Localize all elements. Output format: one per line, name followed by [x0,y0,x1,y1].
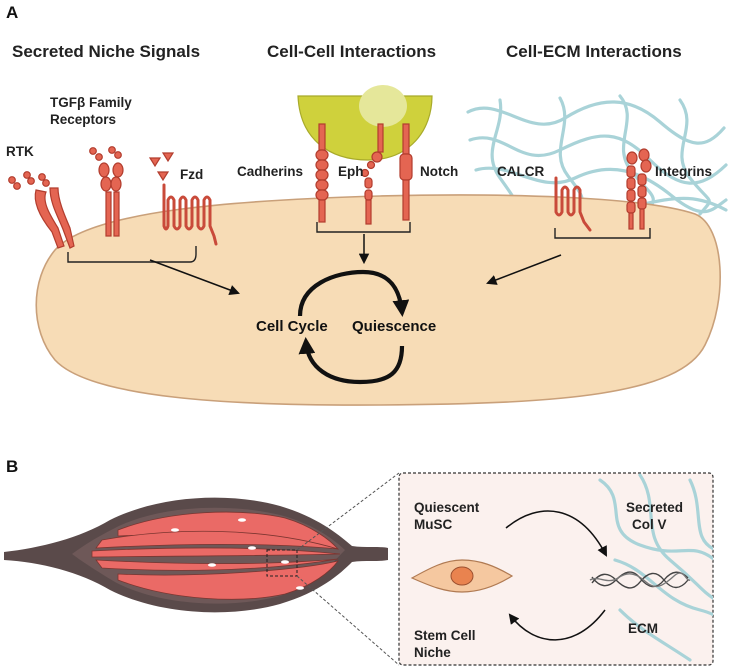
label-secreted-line1: Secreted [626,500,683,515]
cadherins-receptor [315,123,329,223]
niche-zoom-panel [398,472,714,666]
label-tgfb-line1: TGFβ Family [50,95,132,110]
cell-cycle-loop [297,269,410,385]
label-integrins: Integrins [655,164,712,179]
bracket-secreted [67,246,197,263]
zoom-ecm-fibers [598,473,713,662]
rtk-receptor [34,187,75,249]
collagen-v-helix [589,571,691,589]
zoom-line-bottom [296,575,400,666]
panel-b-letter: B [6,457,18,476]
label-tgfb-line2: Receptors [50,112,116,127]
fzd-ligands [148,152,175,182]
panel-a-letter: A [6,3,18,22]
label-quiescent-line1: Quiescent [414,500,480,515]
label-cell-cycle: Cell Cycle [256,318,328,335]
label-quiescent-line2: MuSC [414,517,452,532]
tgfb-ligands [89,146,122,161]
arrow-ecm-to-cycle [486,254,562,285]
fzd-receptor [162,183,218,246]
arrow-secreted-to-cycle [149,259,240,295]
bracket-cell-ecm [554,228,651,239]
arrow-musc-to-colv [505,510,607,557]
heading-cell-cell-interactions: Cell-Cell Interactions [267,42,436,61]
label-notch: Notch [420,164,458,179]
skeletal-muscle [4,497,388,613]
label-stem-cell-line2: Niche [414,645,451,660]
rtk-ligands [8,171,50,190]
label-stem-cell-line1: Stem Cell [414,628,476,643]
stem-cell-body [35,194,721,406]
label-fzd: Fzd [180,167,203,182]
label-calcr: CALCR [497,164,544,179]
calcr-receptor [554,176,592,232]
tgfb-receptors [98,162,124,237]
neighbor-cell [297,85,433,161]
muscle-zoom-box [266,549,298,577]
quiescent-musc-cell [410,559,514,593]
label-cadherins: Cadherins [237,164,303,179]
label-ecm: ECM [628,621,658,636]
notch-receptor [399,123,413,221]
heading-secreted-niche-signals: Secreted Niche Signals [12,42,200,61]
bracket-cell-cell [316,222,411,233]
arrow-ecm-to-niche [508,609,606,641]
zoom-line-top [296,472,400,551]
heading-cell-ecm-interactions: Cell-ECM Interactions [506,42,682,61]
eph-receptor [360,123,384,225]
integrins-receptor [626,148,652,230]
label-secreted-line2: Col V [632,517,667,532]
label-eph: Eph [338,164,364,179]
label-quiescence: Quiescence [352,318,436,335]
label-rtk: RTK [6,144,34,159]
